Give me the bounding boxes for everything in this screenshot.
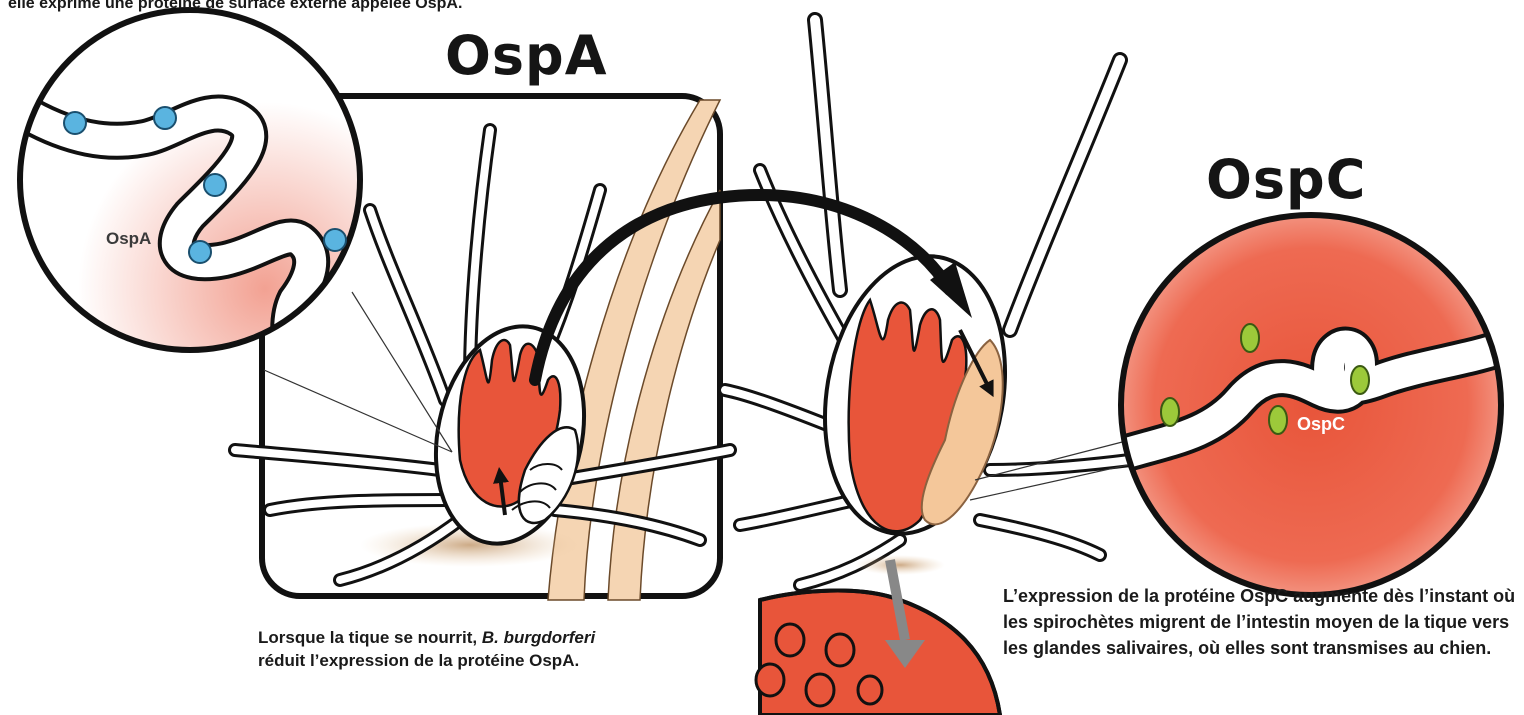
red-blood-cell [756, 664, 784, 696]
ospc-protein [1269, 406, 1287, 434]
ospa-title: OspA [445, 26, 608, 86]
blood-vessel [756, 560, 1000, 715]
ospc-protein [1161, 398, 1179, 426]
ospc-protein [1351, 366, 1369, 394]
red-blood-cell [806, 674, 834, 706]
ospc-inset [1120, 215, 1510, 595]
ospa-protein [204, 174, 226, 196]
red-blood-cell [776, 624, 804, 656]
bite-site-right [855, 555, 945, 575]
red-blood-cell [858, 676, 882, 704]
ospa-protein [64, 112, 86, 134]
feeding-caption: Lorsque la tique se nourrit, B. burgdorf… [258, 626, 728, 672]
red-blood-cell [826, 634, 854, 666]
species-name: B. burgdorferi [482, 628, 595, 647]
feeding-caption-part2: réduit l’expression de la protéine OspA. [258, 651, 579, 670]
ospa-protein [154, 107, 176, 129]
ospc-inset-label: OspC [1297, 414, 1345, 435]
feeding-caption-part1: Lorsque la tique se nourrit, [258, 628, 482, 647]
intro-caption: elle exprime une protéine de surface ext… [8, 0, 462, 14]
ospc-title: OspC [1206, 150, 1366, 210]
ospc-protein [1241, 324, 1259, 352]
ospc-expression-caption: L’expression de la protéine OspC augment… [1003, 583, 1523, 661]
ospa-protein [324, 229, 346, 251]
ospa-inset-label: OspA [106, 229, 151, 249]
ospa-protein [189, 241, 211, 263]
